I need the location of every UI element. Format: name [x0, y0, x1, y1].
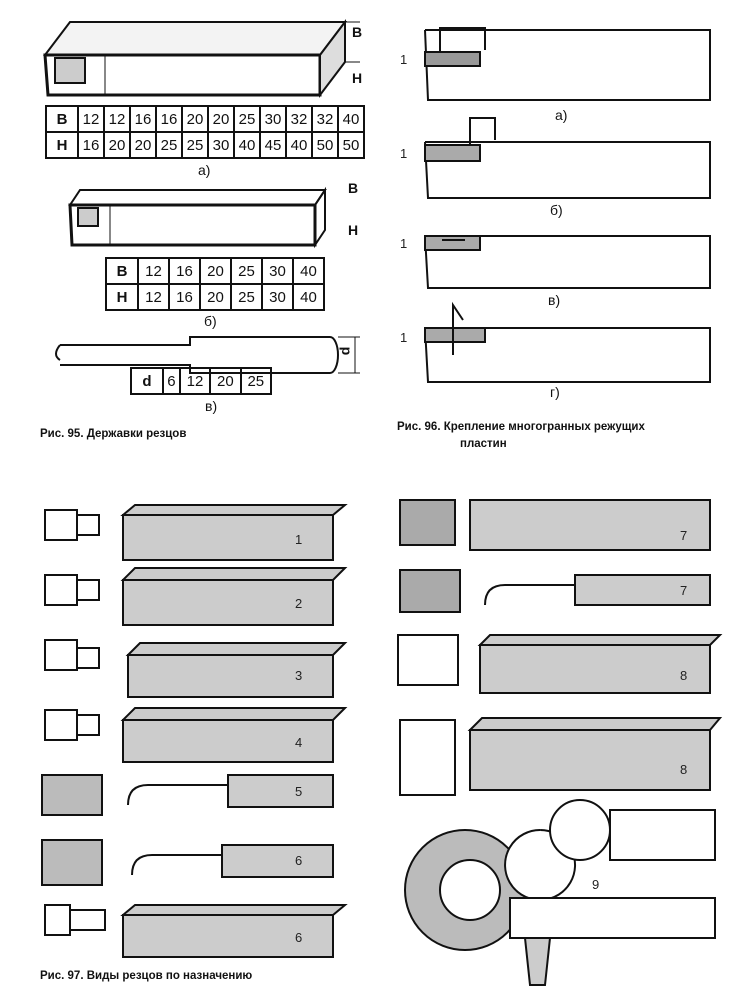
subfig-label-g: г) — [550, 384, 560, 400]
cell: 20 — [129, 131, 157, 159]
cell: 20 — [181, 105, 209, 133]
cell: 16 — [129, 105, 157, 133]
cell: 40 — [285, 131, 313, 159]
dimension-label-b: B — [352, 24, 363, 40]
figure-caption-96: Рис. 96. Крепление многогранных режущих — [397, 421, 645, 433]
cutter-number: 3 — [295, 668, 303, 683]
cutter-number: 4 — [295, 735, 303, 750]
insert-clamping-drawings — [424, 27, 711, 383]
cell: 40 — [292, 283, 325, 311]
cell: 12 — [178, 367, 212, 395]
figure-caption-96-line2: пластин — [460, 438, 507, 450]
cell: 16 — [77, 131, 105, 159]
cutter-number: 7 — [680, 528, 688, 543]
row-header: H — [105, 283, 139, 311]
cutter-number: 5 — [295, 784, 303, 799]
cutter-types-left — [41, 504, 348, 958]
cell: 32 — [285, 105, 313, 133]
cell: 30 — [261, 283, 294, 311]
cutter-number: 8 — [680, 668, 688, 683]
cell: 40 — [233, 131, 261, 159]
cell: 25 — [230, 283, 263, 311]
cell: 16 — [155, 105, 183, 133]
insert-label: 1 — [400, 146, 408, 161]
subfig-label-b: б) — [550, 202, 563, 218]
cell: 50 — [311, 131, 339, 159]
dimension-label-b: B — [348, 180, 359, 196]
cell: 20 — [103, 131, 131, 159]
dimension-label-h: H — [352, 70, 363, 86]
row-header: B — [45, 105, 79, 133]
cell: 32 — [311, 105, 339, 133]
insert-label: 1 — [400, 330, 408, 345]
row-header: B — [105, 257, 139, 285]
boring-bar — [55, 336, 360, 374]
cutter-number: 9 — [592, 877, 600, 892]
cell: 20 — [199, 257, 232, 285]
tool-holder-b — [68, 186, 327, 249]
dimension-label-h: H — [348, 222, 359, 238]
cell: 12 — [137, 257, 170, 285]
cell: 12 — [103, 105, 131, 133]
cell: 45 — [259, 131, 287, 159]
figure-caption-95: Рис. 95. Державки резцов — [40, 428, 187, 440]
cutter-number: 7 — [680, 583, 688, 598]
cell: 40 — [337, 105, 365, 133]
cell: 25 — [239, 367, 273, 395]
subfig-label-v: в) — [548, 292, 561, 308]
subfig-label-a: а) — [555, 107, 568, 123]
cell: 16 — [168, 283, 201, 311]
subfig-label-v: в) — [205, 398, 218, 414]
subfig-label-a: а) — [198, 162, 211, 178]
cell: 25 — [230, 257, 263, 285]
cell: 30 — [207, 131, 235, 159]
cell: 20 — [209, 367, 242, 395]
cutter-number: 8 — [680, 762, 688, 777]
row-header: d — [130, 367, 164, 395]
subfig-label-b: б) — [204, 313, 217, 329]
cell: 50 — [337, 131, 365, 159]
cell: 40 — [292, 257, 325, 285]
insert-label: 1 — [400, 236, 408, 251]
cell: 30 — [261, 257, 294, 285]
figure-caption-97: Рис. 97. Виды резцов по назначению — [40, 970, 253, 982]
dimension-label-d: d — [336, 346, 353, 356]
cell: 20 — [199, 283, 232, 311]
cell: 25 — [155, 131, 183, 159]
cell: 30 — [259, 105, 287, 133]
cell: 16 — [168, 257, 201, 285]
cutter-number: 2 — [295, 596, 303, 611]
row-header: H — [45, 131, 79, 159]
cutter-number: 1 — [295, 532, 303, 547]
cell: 20 — [207, 105, 235, 133]
cell: 25 — [181, 131, 209, 159]
tool-holder-a — [42, 19, 360, 98]
cell: 25 — [233, 105, 261, 133]
cell: 12 — [137, 283, 170, 311]
cutter-types-right — [397, 499, 723, 986]
cutter-number: 6 — [295, 853, 303, 868]
cell: 6 — [162, 367, 181, 395]
insert-label: 1 — [400, 52, 408, 67]
cutter-number: 6 — [295, 930, 303, 945]
cell: 12 — [77, 105, 105, 133]
